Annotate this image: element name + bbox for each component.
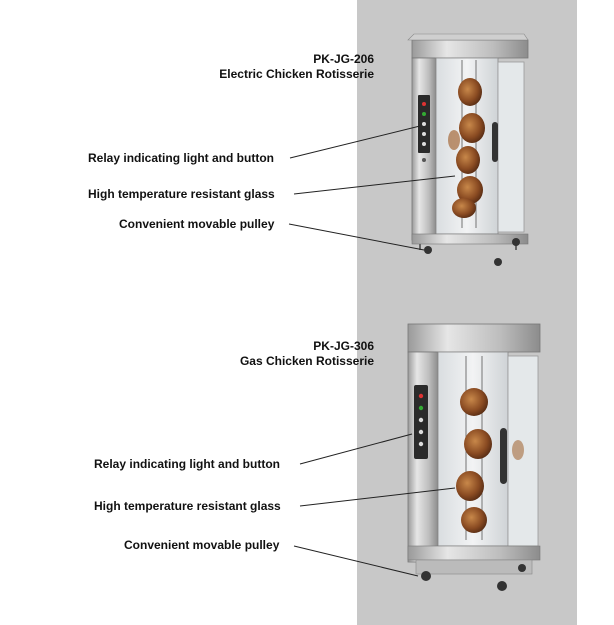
product-2-name: Gas Chicken Rotisserie [239, 354, 374, 368]
gas-rotisserie-photo [407, 323, 541, 591]
product-2-heading: PK-JG-306 Gas Chicken Rotisserie [240, 339, 374, 369]
product-1-callout-glass: High temperature resistant glass [88, 187, 275, 201]
leader-line [293, 545, 419, 577]
product-2-callout-pulley: Convenient movable pulley [124, 538, 280, 552]
leader-line [293, 175, 456, 195]
product-1-callout-relay: Relay indicating light and button [88, 151, 274, 165]
product-1-callout-pulley: Convenient movable pulley [119, 217, 275, 231]
leader-line [288, 223, 425, 251]
product-1-model: PK-JG-206 [313, 52, 374, 66]
electric-rotisserie-photo [407, 33, 529, 266]
product-2-callout-glass: High temperature resistant glass [94, 499, 281, 513]
product-1-heading: PK-JG-206 Electric Chicken Rotisserie [219, 52, 374, 82]
leader-line [299, 433, 413, 465]
page-margin [577, 0, 614, 625]
product-2-model: PK-JG-306 [313, 339, 374, 353]
product-2-callout-relay: Relay indicating light and button [94, 457, 280, 471]
product-1-name: Electric Chicken Rotisserie [219, 67, 374, 81]
leader-line [289, 125, 421, 159]
leader-line [299, 487, 456, 507]
leader-lines [288, 125, 456, 577]
